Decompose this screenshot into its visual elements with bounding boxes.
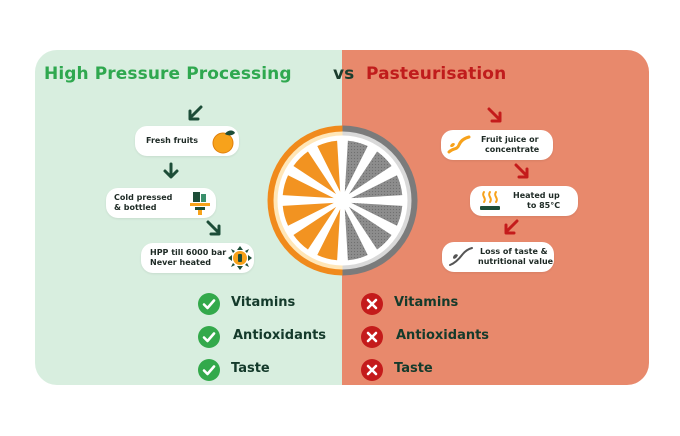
orange-fruit-icon [212,130,235,154]
arrow-down-left-icon [504,219,519,235]
past-benefit-vitamins: Vitamins [361,293,481,315]
step-label-line2: nutritional value [478,257,554,266]
step-label-line2: to 85°C [527,201,561,210]
grey-segment [348,151,392,195]
benefit-label: Antioxidants [396,328,490,343]
grey-segment [344,209,368,261]
cross-icon [361,326,383,348]
hpp-title: High Pressure Processing [44,64,292,84]
grey-segment [344,140,368,192]
hpp-benefit-vitamins: Vitamins [198,293,318,315]
arrow-down-left-icon [188,105,203,121]
step-label-line1: Cold pressed [114,193,173,202]
pressure-chamber-icon [228,246,252,270]
past-step-heated: Heated up to 85°C [470,186,578,216]
step-label-line1: HPP till 6000 bar [150,248,227,257]
step-label-line1: Fruit juice or [481,135,539,144]
past-step-loss: Loss of taste & nutritional value [442,242,554,272]
step-label-line2: & bottled [114,203,157,212]
orange-segment [317,140,341,192]
orange-segment [293,206,337,250]
check-icon [198,326,220,348]
grey-segment [351,202,403,226]
orange-segment [282,202,334,226]
press-bottle-icon [190,192,210,215]
step-label-line2: concentrate [485,145,540,154]
step-label-line1: Heated up [513,191,560,200]
past-benefit-antioxidants: Antioxidants [361,326,501,348]
juice-drop-icon [447,135,471,154]
benefit-label: Taste [394,361,433,376]
pasteurisation-title: Pasteurisation [366,64,507,84]
benefit-label: Vitamins [394,295,459,310]
past-step-juice: Fruit juice or concentrate [441,130,553,160]
cross-icon [361,293,383,315]
orange-segment [293,151,337,195]
orange-segment [282,175,334,199]
cross-icon [361,359,383,381]
arrow-down-right-icon [514,163,529,179]
step-label: Fresh fruits [146,136,199,145]
arrow-down-right-icon [206,220,221,236]
orange-slice-icon [267,125,418,276]
step-label-line1: Loss of taste & [480,247,548,256]
orange-segment [317,209,341,261]
hpp-benefit-antioxidants: Antioxidants [198,326,338,348]
past-benefit-taste: Taste [361,359,461,381]
arrow-down-icon [163,162,179,179]
check-icon [198,293,220,315]
hpp-step-hpp: HPP till 6000 bar Never heated [141,243,254,273]
hpp-benefit-taste: Taste [198,359,298,381]
hpp-step-cold-pressed: Cold pressed & bottled [106,188,216,218]
heat-icon [480,191,500,210]
grey-segment [348,206,392,250]
falling-drop-icon [449,247,473,266]
arrow-down-right-icon [487,107,502,123]
step-label-line2: Never heated [150,258,211,267]
vs-label: vs [333,64,355,84]
grey-segment [351,175,403,199]
benefit-label: Antioxidants [233,328,327,343]
benefit-label: Vitamins [231,295,296,310]
check-icon [198,359,220,381]
hpp-step-fresh-fruits: Fresh fruits [135,126,239,156]
benefit-label: Taste [231,361,270,376]
